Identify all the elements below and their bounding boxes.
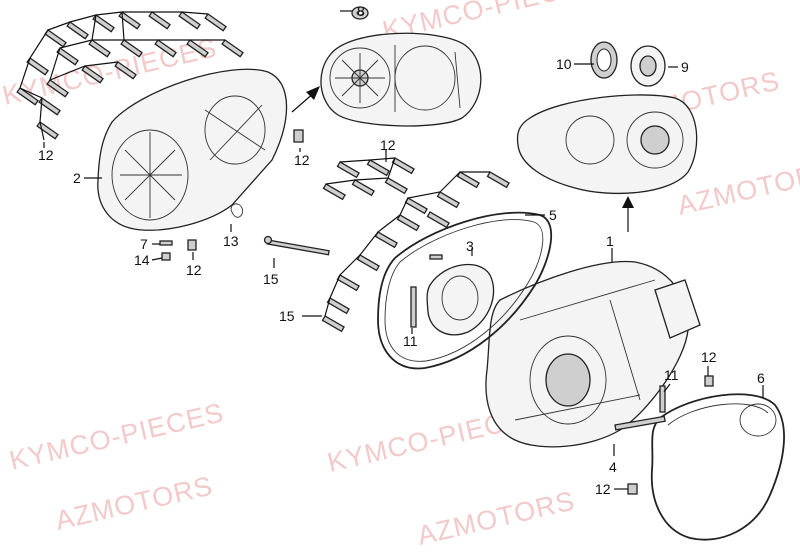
watermark: AZMOTORS: [415, 486, 578, 551]
callout-11: 11: [664, 367, 679, 383]
seal-10-part: [590, 41, 618, 79]
callout-17: 15: [263, 271, 279, 287]
direction-arrows: [291, 86, 634, 232]
callout-15: 12: [380, 137, 396, 153]
watermark: KYMCO-PIECES: [7, 397, 227, 476]
cover-right-part: [516, 94, 698, 195]
stud-17-part: [263, 235, 330, 256]
seal-8-part: [351, 6, 369, 20]
callout-3: 3: [466, 238, 474, 254]
bearing-9-part: [630, 45, 666, 87]
callout-8: 8: [357, 3, 365, 19]
callout-12: 12: [294, 152, 310, 168]
small-parts: [159, 129, 714, 495]
callout-12: 12: [595, 481, 611, 497]
callout-1: 1: [606, 233, 614, 249]
watermark: AZMOTORS: [53, 471, 216, 536]
callout-4: 4: [609, 459, 617, 475]
bolt-set-15-center: [321, 157, 510, 333]
gasket-6-part: [650, 393, 785, 541]
inner-cover-top-part: [320, 32, 482, 127]
callout-14: 14: [134, 252, 150, 268]
callout-7: 7: [140, 236, 148, 252]
callout-12: 12: [186, 262, 202, 278]
callout-16: 15: [279, 308, 295, 324]
callout-11: 11: [403, 333, 418, 349]
outer-cover-part: [97, 68, 288, 231]
crankcase-part: [485, 260, 701, 448]
bolt-set-15-left: [16, 11, 244, 141]
plate-3-part: [426, 263, 495, 336]
callout-6: 6: [757, 370, 765, 386]
callout-2: 2: [73, 170, 81, 186]
callout-10: 10: [556, 56, 572, 72]
callout-9: 9: [681, 59, 689, 75]
callout-5: 5: [549, 207, 557, 223]
callout-12: 12: [701, 349, 717, 365]
callout-15: 12: [38, 147, 54, 163]
gasket-5-part: [377, 211, 553, 370]
watermark: AZMOTORS: [675, 156, 800, 221]
callout-labels: 12 2 8 10 9 12 13 7 14 12 12 5 3 1 15 15…: [38, 3, 765, 497]
callout-13: 13: [223, 233, 239, 249]
leader-lines: [43, 10, 764, 490]
